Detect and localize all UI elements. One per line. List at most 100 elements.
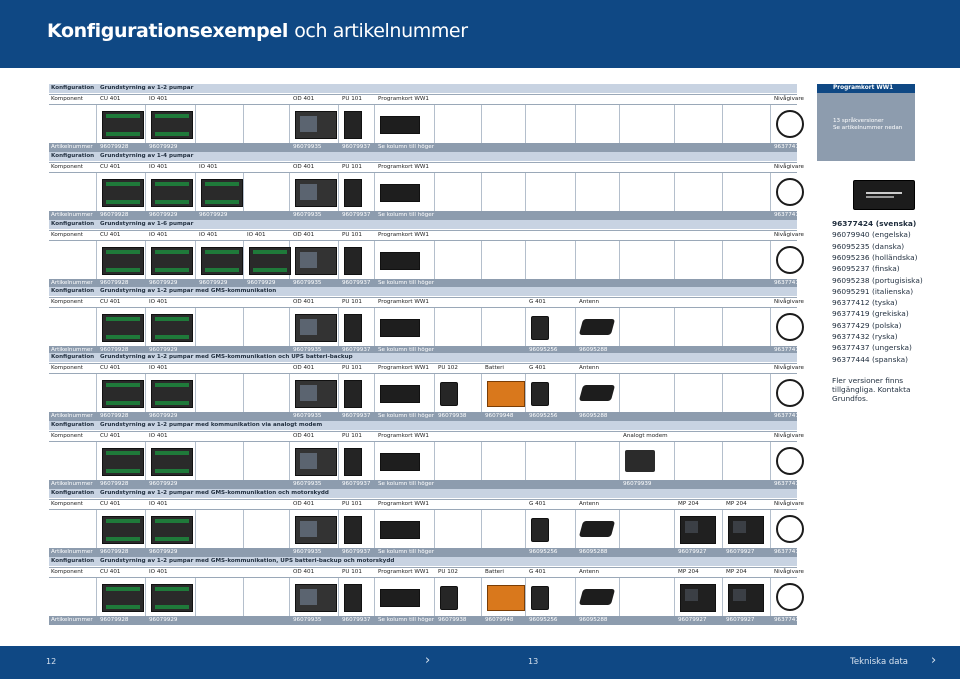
article-number: Se kolumn till höger	[378, 481, 434, 487]
component-images	[49, 172, 804, 211]
article-number: 96079948	[485, 413, 514, 419]
article-number: 96079929	[149, 413, 178, 419]
device-od-image	[295, 584, 337, 612]
article-number: 96079948	[485, 617, 514, 623]
article-number: Se kolumn till höger	[378, 280, 434, 286]
configuration-title: Grundstyrning av 1-6 pumpar	[100, 221, 194, 227]
device-nv-image	[776, 178, 804, 206]
device-g-image	[531, 518, 549, 542]
device-cu-image	[249, 247, 291, 275]
article-number: 96079937	[342, 617, 371, 623]
article-number: 96079935	[293, 212, 322, 218]
article-number: Se kolumn till höger	[378, 413, 434, 419]
article-number: 96079935	[293, 144, 322, 150]
language-version-item: 96377412 (tyska)	[832, 298, 898, 308]
component-name: CU 401	[100, 501, 121, 507]
device-nv-image	[776, 110, 804, 138]
device-nv-image	[776, 447, 804, 475]
component-name: CU 401	[100, 569, 121, 575]
article-number: 96079929	[247, 280, 276, 286]
language-version-item: 96095237 (finska)	[832, 264, 900, 274]
device-pu-image	[344, 111, 362, 139]
page-footer: 12 › 13 Tekniska data ›	[0, 646, 960, 679]
component-name: Nivågivare	[774, 164, 804, 170]
configuration-label: Konfiguration	[51, 221, 95, 227]
component-name: Nivågivare	[774, 433, 804, 439]
title-light: och artikelnummer	[294, 20, 468, 42]
configuration-label: Konfiguration	[51, 422, 95, 428]
article-number: 96079938	[438, 413, 467, 419]
component-label: Komponent	[51, 433, 83, 439]
configuration-label: Konfiguration	[51, 558, 95, 564]
article-number: 96095288	[579, 413, 608, 419]
article-number: 96079929	[149, 549, 178, 555]
language-version-item: 96377444 (spanska)	[832, 354, 909, 364]
article-number: 96079928	[100, 413, 129, 419]
component-name: MP 204	[726, 501, 747, 507]
component-name: OD 401	[293, 433, 315, 439]
component-name: Nivågivare	[774, 299, 804, 305]
component-name: OD 401	[293, 299, 315, 305]
device-od-image	[295, 111, 337, 139]
article-number: 96079937	[342, 144, 371, 150]
article-number: 96079927	[678, 617, 707, 623]
configuration-title: Grundstyrning av 1-2 pumpar med GMS-komm…	[100, 354, 353, 360]
device-cu-image	[102, 448, 144, 476]
article-number: 96095256	[529, 413, 558, 419]
component-name: PU 101	[342, 96, 362, 102]
article-number: 96079929	[199, 280, 228, 286]
component-name: G 401	[529, 365, 546, 371]
device-cu-image	[151, 380, 193, 408]
device-nv-image	[776, 583, 804, 611]
device-mp-image	[680, 584, 716, 612]
article-number: 96377410	[774, 413, 803, 419]
device-card-image	[380, 184, 420, 202]
article-label: Artikelnummer	[51, 481, 93, 487]
device-od-image	[295, 380, 337, 408]
component-name: Programkort WW1	[378, 501, 429, 507]
article-label: Artikelnummer	[51, 280, 93, 286]
article-number: 96079928	[100, 617, 129, 623]
language-version-item: 96095235 (danska)	[832, 241, 905, 251]
component-name: OD 401	[293, 96, 315, 102]
device-nv-image	[776, 313, 804, 341]
component-name: IO 401	[199, 232, 218, 238]
article-number: Se kolumn till höger	[378, 549, 434, 555]
component-name: CU 401	[100, 96, 121, 102]
component-name: PU 102	[438, 569, 458, 575]
component-name: Nivågivare	[774, 569, 804, 575]
component-name: OD 401	[293, 569, 315, 575]
device-cu-image	[151, 111, 193, 139]
article-number: 96079937	[342, 549, 371, 555]
component-name: PU 101	[342, 433, 362, 439]
component-label: Komponent	[51, 299, 83, 305]
component-label: Komponent	[51, 232, 83, 238]
component-name: CU 401	[100, 433, 121, 439]
article-label: Artikelnummer	[51, 413, 93, 419]
article-number: 96079935	[293, 481, 322, 487]
device-nv-image	[776, 515, 804, 543]
device-pu-image	[344, 448, 362, 476]
article-number: 96079928	[100, 212, 129, 218]
article-number: 96377410	[774, 347, 803, 353]
page-header: Konfigurationsexempel och artikelnummer	[0, 0, 960, 68]
page-number-right: 13	[528, 657, 539, 666]
article-number: Se kolumn till höger	[378, 144, 434, 150]
component-name: PU 101	[342, 299, 362, 305]
device-cu-image	[151, 179, 193, 207]
device-card-image	[380, 589, 420, 607]
device-bat-image	[487, 381, 525, 407]
article-number: 96079928	[100, 347, 129, 353]
